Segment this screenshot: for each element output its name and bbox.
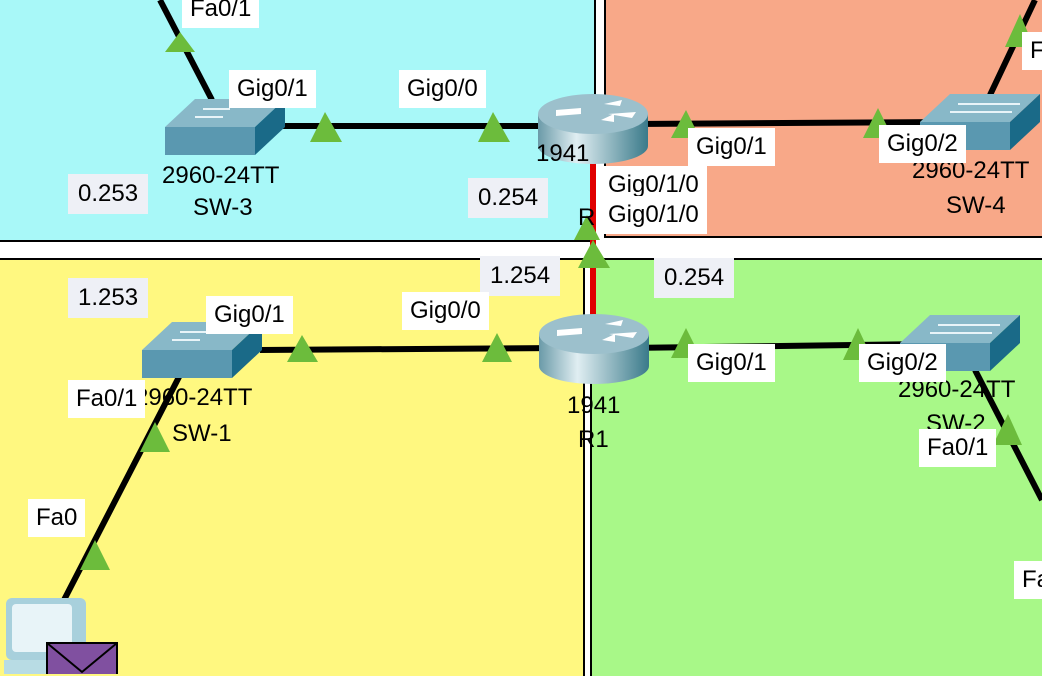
port-up-indicator <box>310 112 342 142</box>
port-label: Gig0/2 <box>879 125 966 163</box>
port-label: Gig0/1/0 <box>600 196 707 234</box>
port-label: Gig0/0 <box>402 292 489 330</box>
ip-label-rtop: 0.254 <box>468 178 549 218</box>
ip-label-sw3: 0.253 <box>68 174 149 214</box>
port-up-indicator <box>140 422 170 452</box>
device-model-sw1: 2960-24TT <box>135 384 253 411</box>
device-model-rtop: 1941 <box>536 140 590 167</box>
device-name-sw4: SW-4 <box>946 192 1006 219</box>
port-label: Fa <box>1014 561 1042 599</box>
port-label: Fa0/1 <box>68 380 146 418</box>
port-up-indicator <box>165 32 195 52</box>
port-label: Fa0 <box>28 499 86 537</box>
port-label: Gig0/1 <box>206 296 293 334</box>
router-icon[interactable] <box>537 312 652 387</box>
device-name-sw1: SW-1 <box>172 420 232 447</box>
link-sw4-up[interactable] <box>987 0 1038 97</box>
port-label: Fa0/1 <box>919 429 997 467</box>
port-label: Fa0/1 <box>182 0 260 28</box>
port-label: Gig0/0 <box>399 70 486 108</box>
device-name-sw3: SW-3 <box>193 194 253 221</box>
port-up-indicator <box>574 215 600 240</box>
ip-label-r1-right: 0.254 <box>654 258 735 298</box>
link-rtop-sw4[interactable] <box>629 119 951 127</box>
device-model-r1: 1941 <box>567 392 621 419</box>
port-label: F <box>1022 32 1042 70</box>
port-label: Gig0/1/0 <box>600 166 707 198</box>
device-name-rtop: R <box>578 204 596 231</box>
link-sw1-pc[interactable] <box>61 373 183 602</box>
port-up-indicator <box>478 112 510 142</box>
port-up-indicator <box>993 414 1022 445</box>
router-icon[interactable] <box>536 92 651 167</box>
port-up-indicator <box>80 540 110 570</box>
port-label: Gig0/1 <box>229 70 316 108</box>
port-label: Gig0/1 <box>688 344 775 382</box>
port-label: Gig0/2 <box>859 344 946 382</box>
ip-label-sw1: 1.253 <box>68 278 149 318</box>
port-up-indicator <box>287 335 318 362</box>
envelope-icon[interactable] <box>46 642 118 674</box>
port-up-indicator <box>482 333 512 362</box>
device-name-r1: R1 <box>578 426 609 453</box>
port-up-indicator <box>578 240 610 268</box>
device-model-sw3: 2960-24TT <box>162 162 280 189</box>
ip-label-r1-left: 1.254 <box>480 256 561 296</box>
port-label: Gig0/1 <box>688 128 775 166</box>
